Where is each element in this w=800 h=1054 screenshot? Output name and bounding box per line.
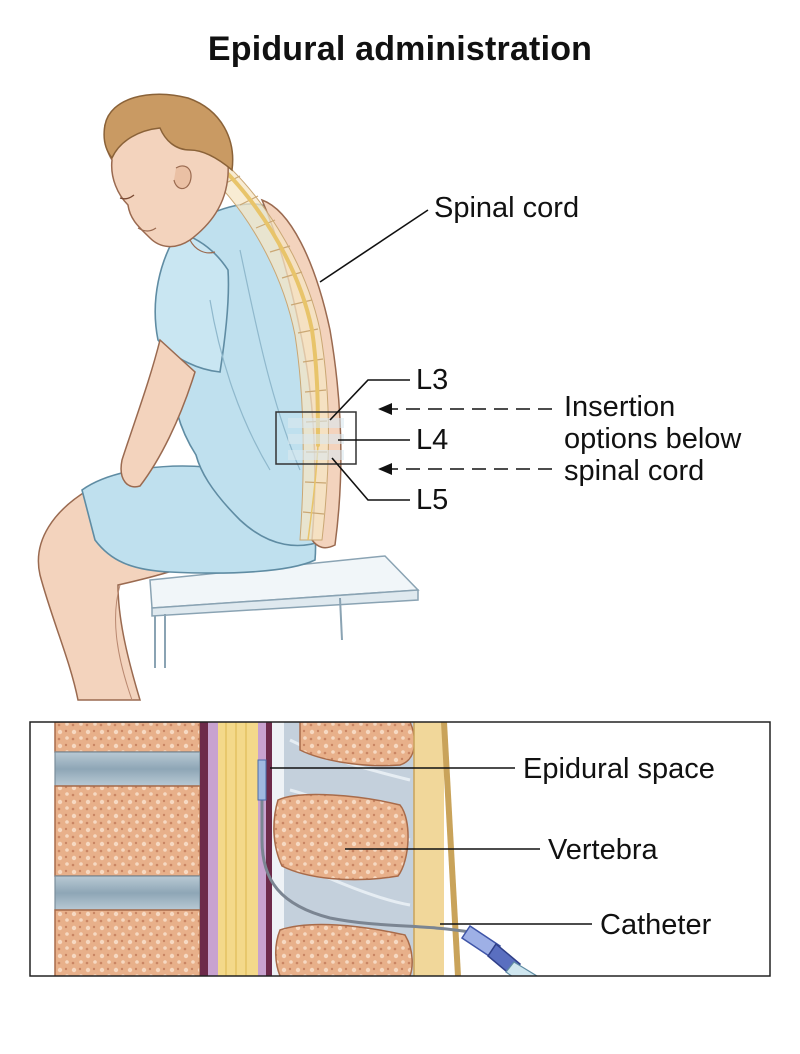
spine-column [197, 149, 329, 541]
arm [120, 338, 196, 488]
catheter-hub [460, 924, 539, 976]
label-vertebra: Vertebra [548, 834, 658, 866]
inset-leader-lines [270, 767, 592, 925]
label-insertion-line2: options below [564, 423, 742, 455]
label-l4: L4 [416, 424, 449, 456]
label-insertion-line3: spinal cord [564, 455, 705, 487]
insertion-arrows [378, 403, 552, 475]
gown-sleeve [154, 231, 230, 373]
label-epidural-space: Epidural space [523, 753, 715, 785]
vertebra-shape [273, 793, 409, 881]
head [103, 93, 234, 254]
page-title: Epidural administration [207, 30, 593, 68]
spinal-cord [203, 150, 320, 447]
label-l3: L3 [416, 364, 449, 396]
catheter-line [260, 770, 471, 934]
label-catheter: Catheter [600, 909, 712, 941]
lumbar-region-box [275, 411, 357, 465]
label-l5: L5 [416, 484, 449, 516]
inset-frame [29, 721, 771, 977]
top-leader-lines [319, 209, 429, 501]
label-insertion-line1: Insertion [564, 391, 676, 423]
label-spinal-cord: Spinal cord [434, 192, 580, 224]
